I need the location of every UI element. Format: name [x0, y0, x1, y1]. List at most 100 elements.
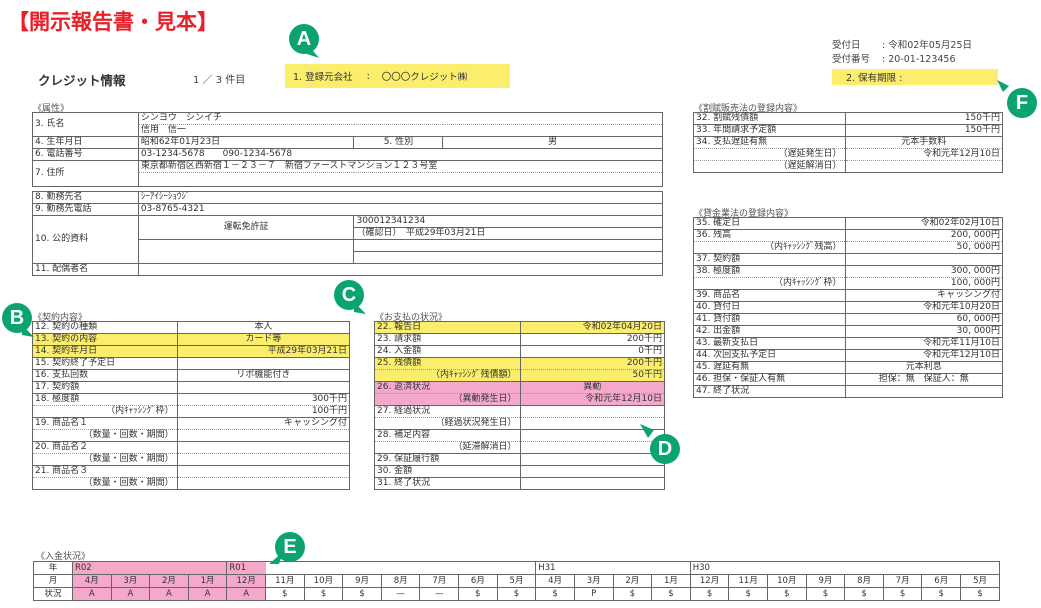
product1-qty-label: （数量・回数・期間）: [32, 429, 178, 442]
product2-qty-value: [176, 453, 351, 466]
fixed-date-label: 35. 確定日: [693, 217, 846, 230]
delay-start-value: 令和元年12月10日: [844, 148, 1004, 161]
next-payment-value: 令和元年12月10日: [844, 349, 1004, 362]
payment-section-label: 《お支払の状況》: [375, 313, 448, 323]
payment-count-label: 16. 支払回数: [32, 369, 178, 382]
name-label: 3. 氏名: [32, 112, 139, 137]
repayment-status-label: 26. 返済状況: [374, 381, 521, 394]
cashing-balance-label: （内ｷｬｯｼﾝｸﾞ残高）: [693, 241, 846, 254]
progress-date-label: （経過状況発生日）: [374, 417, 521, 430]
contract-content-value: カード等: [176, 333, 351, 346]
month-cell: 2月: [612, 574, 653, 588]
birth-label: 4. 生年月日: [32, 136, 139, 149]
marker-c-tail-icon: [354, 302, 366, 314]
contract-amount-label: 17. 契約額: [32, 381, 178, 394]
status-cell: $: [766, 587, 807, 601]
public-doc-label: 10. 公的資料: [32, 215, 139, 264]
employer-phone-value: 03-8765-4321: [137, 203, 664, 216]
installment-balance-value: 150千円: [844, 112, 1004, 125]
month-cell: 1月: [187, 574, 228, 588]
phone-label: 6. 電話番号: [32, 148, 139, 161]
collateral-label: 46. 担保・保証人有無: [693, 373, 846, 386]
repayment-status-value: 異動: [519, 381, 666, 394]
public-doc-type-2: [137, 239, 355, 264]
payment-delay-label: 34. 支払遅延有無: [693, 136, 846, 149]
status-cell: $: [612, 587, 653, 601]
marker-a-tail-icon: [307, 46, 319, 58]
product1-qty-value: [176, 429, 351, 442]
registrant-sep: :: [366, 70, 370, 82]
status-cell: A: [110, 587, 151, 601]
marker-e: E: [269, 532, 305, 564]
status-cell: $: [689, 587, 730, 601]
cashing-debt-label: （内ｷｬｯｼﾝｸﾞ残債額）: [374, 369, 521, 382]
year-row-label: 年: [33, 561, 73, 575]
registrant-company: 1. 登録元会社 : 〇〇〇クレジット㈱: [285, 64, 510, 88]
public-doc-number: 300012341234: [353, 215, 663, 228]
product3-qty-value: [176, 477, 351, 490]
delinquency-resolved-value: [519, 441, 666, 454]
month-cell: 4月: [535, 574, 575, 588]
balance-value: 200, 000円: [844, 229, 1004, 242]
marker-f-tail-icon: [997, 80, 1009, 92]
collateral-value: 担保：無 保証人：無: [844, 373, 1004, 386]
delinquency-resolved-label: （延滞解消日）: [374, 441, 521, 454]
delay-label: 45. 遅延有無: [693, 361, 846, 374]
contract-end-label: 15. 契約終了予定日: [32, 357, 178, 370]
employer-value: ｼｰｱｲｼｰｼｮｳｼﾞ: [137, 191, 664, 204]
delay-value: 元本利息: [844, 361, 1004, 374]
address-label: 7. 住所: [32, 160, 139, 187]
status-cell: $: [342, 587, 382, 601]
name-kanji: 信用 信一: [137, 124, 664, 137]
amount-value: [519, 465, 666, 478]
balance-label: 36. 残高: [693, 229, 846, 242]
annual-billing-label: 33. 年間請求予定額: [693, 124, 846, 137]
attributes-table: 3. 氏名 シンヨウ シンイチ 信用 信一 4. 生年月日 昭和62年01月23…: [32, 112, 664, 276]
month-cell: 8月: [380, 574, 421, 588]
year-cell-continued: [265, 561, 537, 575]
loan-date-label: 40. 貸付日: [693, 301, 846, 314]
loan-amount-label: 41. 貸付額: [693, 313, 846, 326]
paid-amount-label: 24. 入金額: [374, 345, 521, 358]
remaining-debt-label: 25. 残債額: [374, 357, 521, 370]
marker-e-tail-icon: [269, 552, 283, 564]
lending-contract-value: [844, 253, 1004, 266]
marker-b-tail-icon: [22, 325, 34, 337]
status-cell: A: [187, 587, 228, 601]
marker-d-letter: D: [657, 437, 673, 460]
month-cell: 5月: [960, 574, 1000, 588]
marker-d-tail-icon: [640, 424, 654, 438]
marker-a: A: [289, 24, 319, 58]
address-value-line2: [137, 172, 664, 187]
guarantee-amount-label: 29. 保証履行額: [374, 453, 521, 466]
spouse-value: [137, 263, 664, 276]
month-cell: 3月: [573, 574, 614, 588]
next-payment-label: 44. 次回支払予定日: [693, 349, 846, 362]
end-status-value: [519, 477, 666, 490]
status-cell: $: [921, 587, 962, 601]
contract-content-label: 13. 契約の内容: [32, 333, 178, 346]
month-cell: 10月: [766, 574, 807, 588]
report-date-value: 令和02年04月20日: [519, 321, 666, 334]
product1-value: キャッシング付: [176, 417, 351, 430]
reception-date-label: 受付日: [832, 40, 861, 51]
lending-end-value: [844, 385, 1004, 398]
month-cell: 12月: [689, 574, 730, 588]
reception-number-value: : 20-01-123456: [882, 54, 956, 65]
status-cell: —: [380, 587, 421, 601]
status-cell: $: [728, 587, 768, 601]
remaining-debt-value: 200千円: [519, 357, 666, 370]
latest-payment-value: 令和元年11月10日: [844, 337, 1004, 350]
withdrawal-label: 42. 出金額: [693, 325, 846, 338]
progress-status-value: [519, 405, 666, 418]
month-cell: 7月: [419, 574, 460, 588]
marker-e-letter: E: [283, 535, 297, 558]
status-cell: $: [496, 587, 537, 601]
delay-resolved-label: （遅延解消日）: [693, 160, 846, 173]
lending-contract-label: 37. 契約額: [693, 253, 846, 266]
product3-label: 21. 商品名３: [32, 465, 178, 478]
contract-date-label: 14. 契約年月日: [32, 345, 178, 358]
default-date-label: （異動発生日）: [374, 393, 521, 406]
year-cell: H30: [689, 561, 1001, 575]
